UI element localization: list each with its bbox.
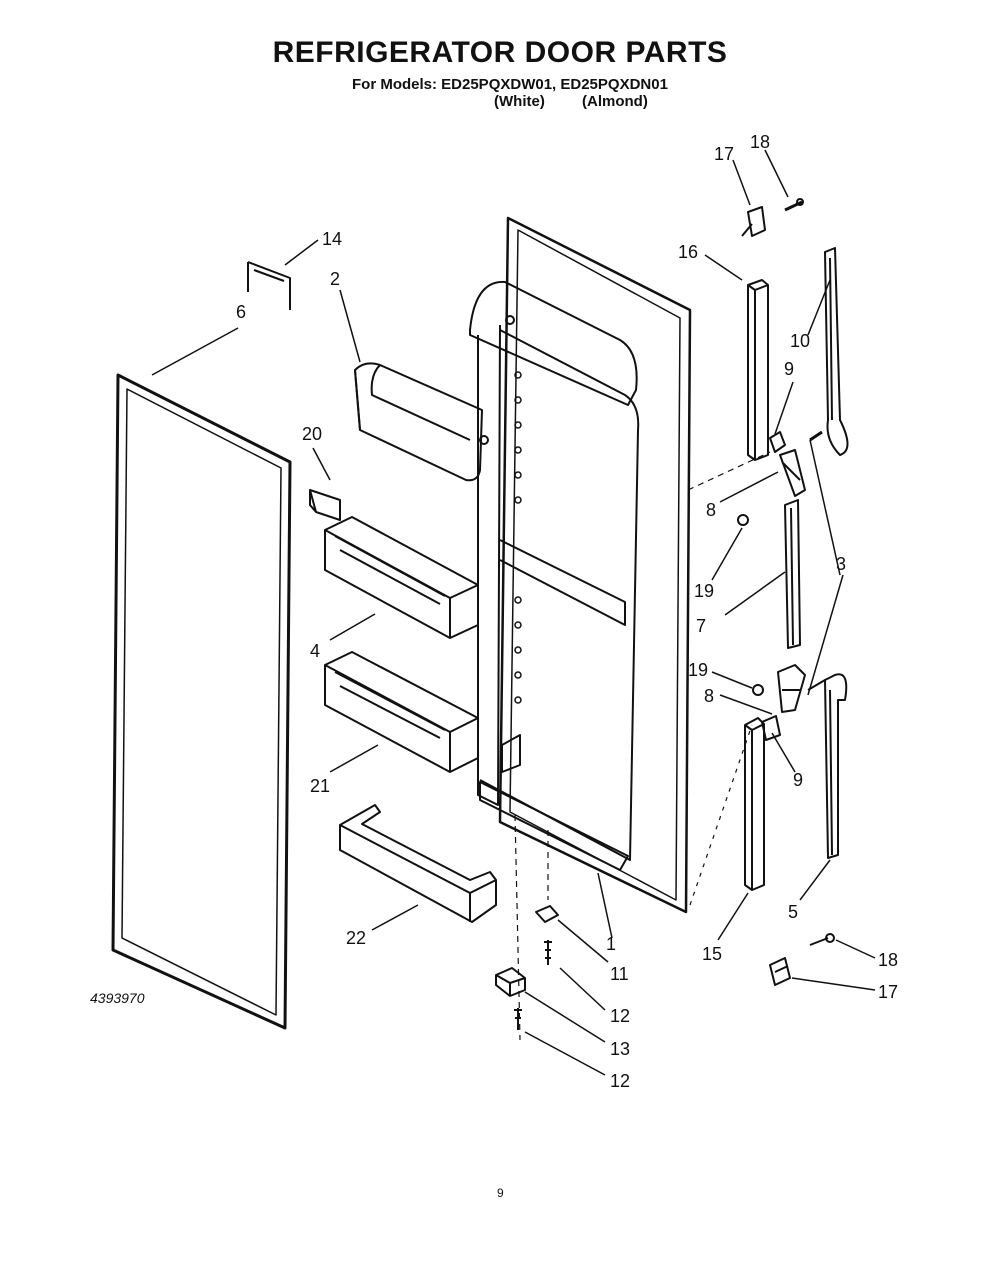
callout-7: 7	[696, 616, 706, 636]
upper-door-handle	[824, 247, 849, 456]
callout-3: 3	[836, 554, 846, 574]
variant-white-label: (White)	[494, 93, 545, 110]
callout-2: 2	[330, 269, 340, 289]
callout-22: 22	[346, 928, 366, 948]
callout-19-upper: 19	[694, 581, 714, 601]
dairy-compartment-door	[354, 362, 489, 482]
small-clip	[309, 489, 341, 521]
callout-11: 11	[610, 964, 629, 984]
document-number: 4393970	[90, 990, 145, 1006]
callout-18-bottom: 18	[878, 950, 898, 970]
variant-almond-label: (Almond)	[582, 93, 648, 110]
door-bin-lower	[324, 651, 479, 773]
door-stop	[535, 905, 559, 923]
callout-9-lower: 9	[793, 770, 803, 790]
screw-upper	[737, 514, 749, 526]
channel-trim	[784, 499, 801, 649]
lower-hinge-trim	[744, 717, 765, 891]
bottom-door-bin	[339, 804, 497, 923]
callout-14: 14	[322, 229, 342, 249]
leader-lines	[151, 149, 876, 1076]
bottom-hinge-bracket	[769, 933, 835, 986]
page-number: 9	[497, 1186, 504, 1200]
callout-labels: 14 2 6 20 4 21 22 1 11 12 13 12 16 17 18…	[236, 132, 898, 1091]
callout-21: 21	[310, 776, 330, 796]
callout-13: 13	[610, 1039, 630, 1059]
door-screw-upper	[544, 940, 552, 965]
callout-9-upper: 9	[784, 359, 794, 379]
callout-16: 16	[678, 242, 698, 262]
models-line: For Models: ED25PQXDW01, ED25PQXDN01	[352, 76, 668, 93]
callout-12-lower: 12	[610, 1071, 630, 1091]
callout-17-top: 17	[714, 144, 734, 164]
callout-12-upper: 12	[610, 1006, 630, 1026]
lower-door-handle	[807, 673, 848, 859]
screw-lower	[752, 684, 764, 696]
door-bin-upper	[324, 516, 479, 639]
callout-18-top: 18	[750, 132, 770, 152]
callout-6: 6	[236, 302, 246, 322]
callout-8-lower: 8	[704, 686, 714, 706]
door-gasket	[111, 373, 292, 1030]
gasket-clip	[247, 261, 291, 310]
callout-19-lower: 19	[688, 660, 708, 680]
callout-8-upper: 8	[706, 500, 716, 520]
upper-hinge-trim	[747, 279, 769, 461]
callout-15: 15	[702, 944, 722, 964]
upper-hinge	[769, 430, 823, 497]
callout-1: 1	[606, 934, 616, 954]
door-liner-frame	[469, 216, 692, 914]
callout-10: 10	[790, 331, 810, 351]
callout-17-bottom: 17	[878, 982, 898, 1002]
callout-4: 4	[310, 641, 320, 661]
callout-5: 5	[788, 902, 798, 922]
callout-20: 20	[302, 424, 322, 444]
door-screw-lower	[514, 1008, 522, 1030]
bottom-hinge-pin-bracket	[495, 967, 526, 997]
alignment-lines	[514, 451, 771, 1041]
liner-screw-holes	[514, 371, 522, 704]
lower-hinge	[761, 664, 806, 741]
page-title: REFRIGERATOR DOOR PARTS	[272, 36, 728, 69]
top-hinge-bracket	[741, 198, 804, 237]
